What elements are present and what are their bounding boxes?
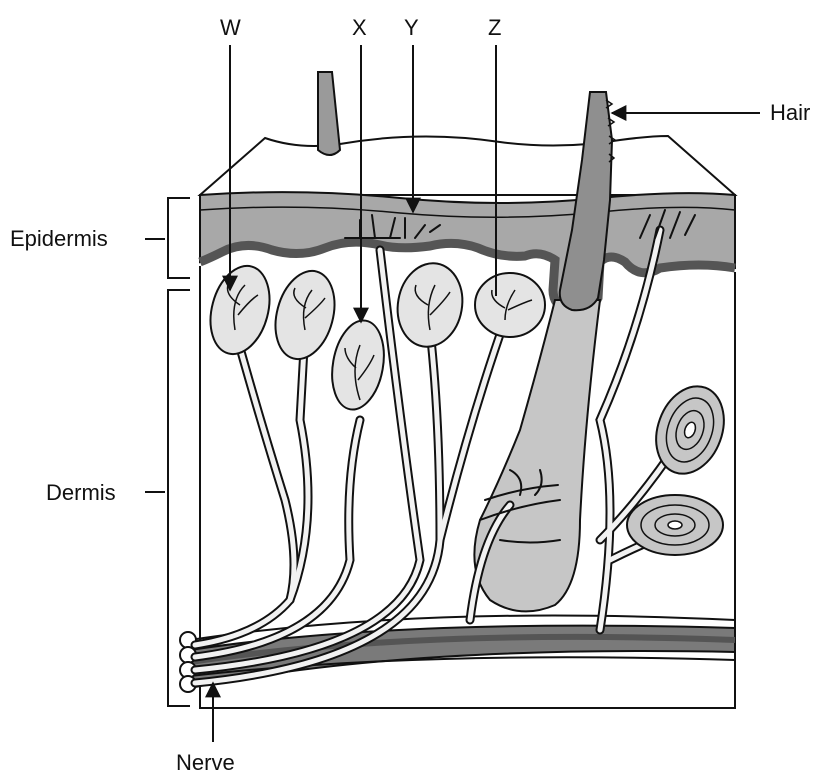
meissner-corpuscle-5 bbox=[475, 273, 545, 337]
skin-surface bbox=[200, 136, 735, 195]
cut-hair bbox=[318, 72, 340, 155]
label-epidermis: Epidermis bbox=[10, 226, 108, 251]
label-dermis: Dermis bbox=[46, 480, 116, 505]
meissner-corpuscle-2 bbox=[266, 264, 343, 365]
label-z: Z bbox=[488, 15, 501, 40]
label-x: X bbox=[352, 15, 367, 40]
label-hair: Hair bbox=[770, 100, 810, 125]
label-w: W bbox=[220, 15, 241, 40]
meissner-corpuscle-3 bbox=[326, 316, 391, 413]
label-y: Y bbox=[404, 15, 419, 40]
meissner-corpuscle-1 bbox=[201, 259, 278, 360]
bracket-epidermis bbox=[168, 198, 190, 278]
receptors bbox=[201, 258, 735, 555]
label-nerve: Nerve bbox=[176, 750, 235, 775]
pacinian-corpuscle-2 bbox=[627, 495, 723, 555]
meissner-corpuscle-4 bbox=[391, 258, 469, 352]
